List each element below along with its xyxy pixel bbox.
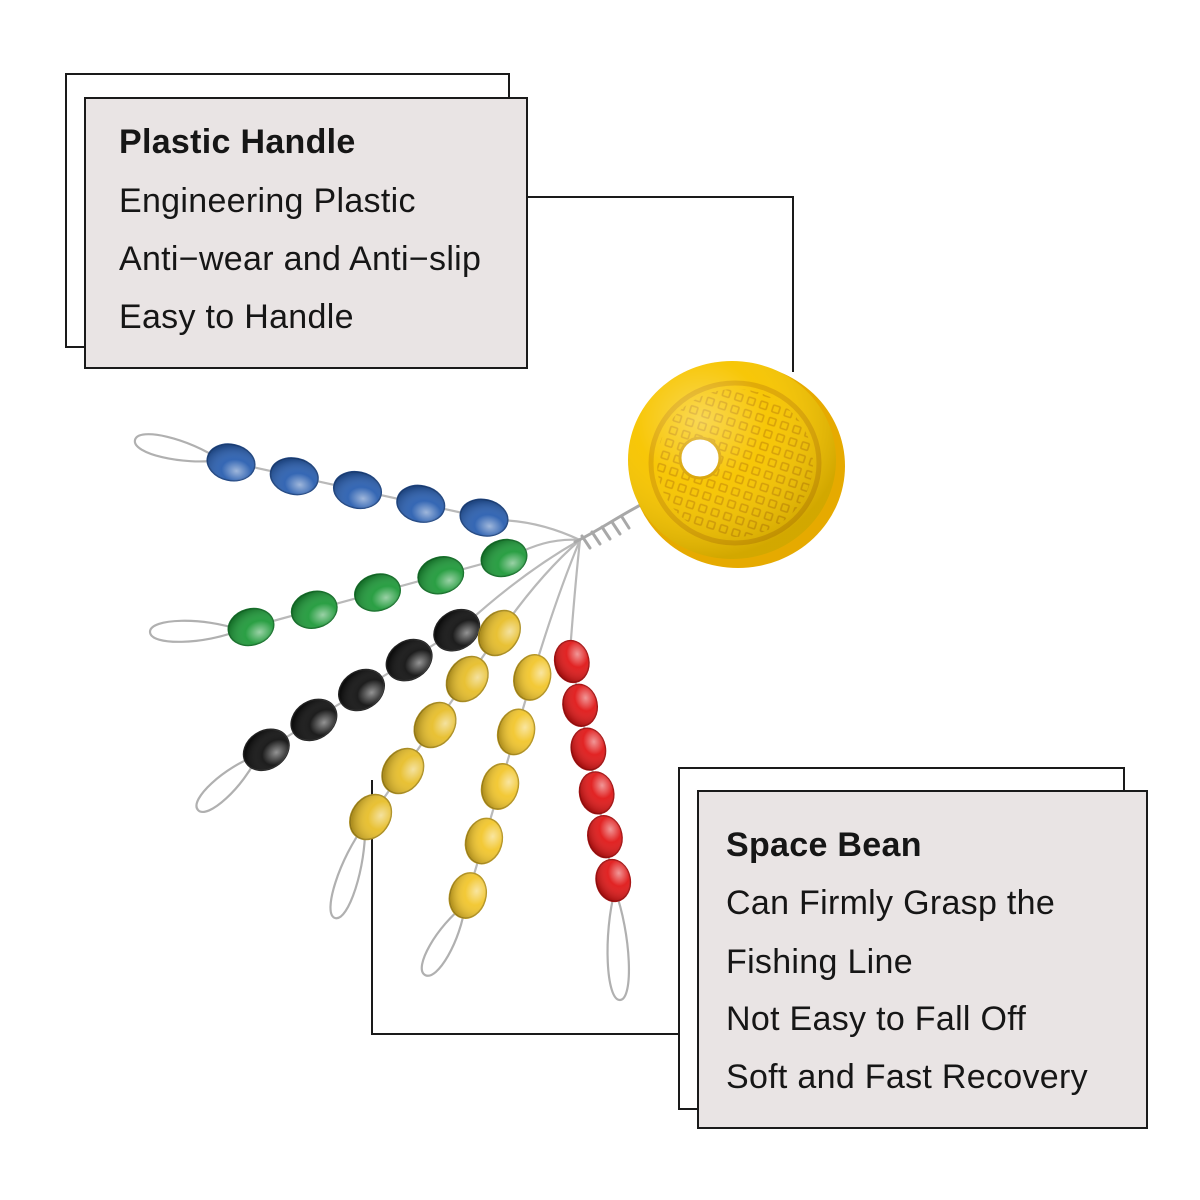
bead-icon (381, 747, 425, 795)
bean-callout-line-3: Not Easy to Fall Off (726, 1000, 1027, 1038)
wire-loop (329, 824, 367, 920)
bead-icon (448, 872, 488, 919)
wire-loop (133, 433, 221, 463)
bead-icon (206, 443, 256, 482)
bean-callout-title: Space Bean (726, 826, 922, 864)
bead-icon (496, 708, 536, 756)
bead-icon (445, 655, 489, 703)
bead-icon (354, 573, 401, 612)
wire-loop (606, 889, 631, 1002)
bead-icon (464, 817, 504, 865)
bead-icon (242, 728, 290, 772)
bead-icon (227, 607, 275, 647)
bead-icon (385, 638, 433, 682)
bead-icon (396, 484, 446, 523)
bead-icon (459, 498, 509, 537)
bean-callout: Space Bean Can Firmly Grasp the Fishing … (697, 790, 1148, 1129)
wire-loop (195, 753, 260, 813)
wire-loop (420, 904, 467, 977)
bead-icon (595, 858, 632, 903)
bead-strands (206, 443, 632, 919)
handle-callout-title: Plastic Handle (119, 123, 356, 161)
handle-callout-line-2: Anti−wear and Anti−slip (119, 240, 482, 278)
wire-loops (133, 433, 631, 1002)
bead-icon (290, 698, 338, 742)
bead-icon (413, 701, 457, 749)
bead-icon (480, 538, 528, 578)
bean-callout-line-1: Can Firmly Grasp the (726, 884, 1056, 922)
bean-callout-line-2: Fishing Line (726, 943, 913, 981)
bead-icon (338, 668, 385, 712)
bead-icon (562, 683, 598, 727)
handle-callout-line-1: Engineering Plastic (119, 182, 416, 220)
plastic-handle-icon (628, 361, 845, 568)
bead-icon (587, 815, 623, 859)
bead-icon (553, 639, 590, 684)
bead-icon (480, 763, 520, 810)
bead-icon (512, 654, 552, 701)
bead-icon (349, 793, 393, 841)
wire-loop (148, 619, 241, 643)
wire-strand (238, 538, 582, 632)
bead-icon (290, 590, 338, 629)
bead-icon (269, 457, 319, 496)
wire-strands (218, 458, 617, 907)
bead-icon (433, 608, 481, 652)
bead-icon (570, 727, 607, 771)
bead-icon (332, 470, 383, 510)
bead-icon (578, 771, 615, 815)
handle-callout: Plastic Handle Engineering Plastic Anti−… (84, 97, 528, 369)
connector-lines (371, 196, 794, 1035)
bead-icon (417, 556, 465, 595)
handle-callout-line-3: Easy to Handle (119, 298, 354, 336)
bean-connector-line (371, 780, 680, 1035)
handle-connector-line (528, 196, 794, 372)
bean-callout-line-4: Soft and Fast Recovery (726, 1058, 1088, 1096)
bead-icon (477, 609, 521, 657)
